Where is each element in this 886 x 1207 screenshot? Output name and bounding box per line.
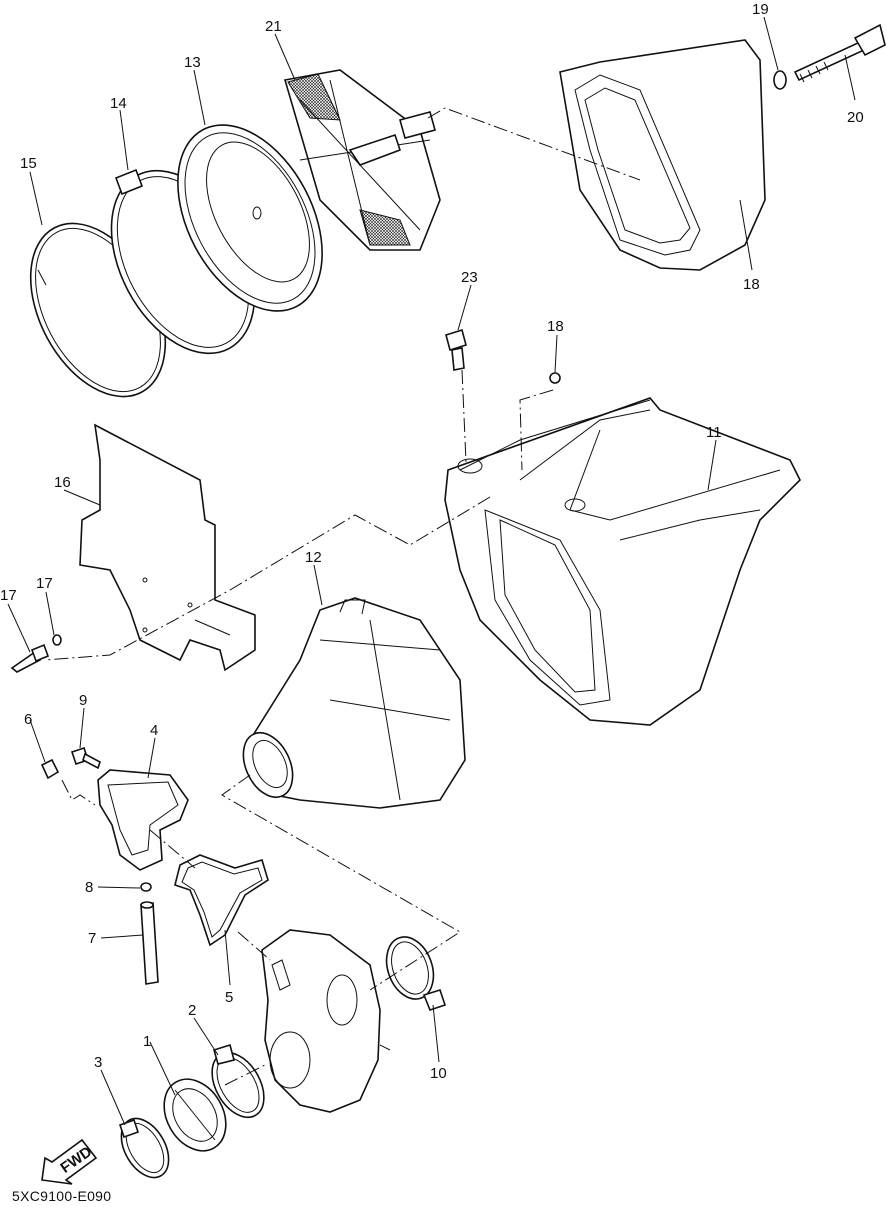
callout-11: 11 xyxy=(706,424,722,441)
diagram-code: 5XC9100-E090 xyxy=(12,1188,112,1204)
callout-1: 1 xyxy=(143,1033,151,1050)
part-13-filter xyxy=(177,124,323,312)
fwd-arrow-icon: FWD xyxy=(41,1138,98,1185)
part-7-pin xyxy=(140,901,159,985)
callout-labels: 21 13 14 15 19 20 18 23 18 11 16 12 17 1… xyxy=(0,1,864,1082)
callout-17: 17 xyxy=(0,587,17,604)
callout-22: 21 xyxy=(265,18,282,35)
callout-4: 4 xyxy=(150,722,158,739)
callout-6: 6 xyxy=(24,711,32,728)
part-5-gasket xyxy=(174,854,269,947)
callout-14: 14 xyxy=(110,95,127,112)
callout-19: 18 xyxy=(743,276,760,293)
leader-lines xyxy=(7,16,856,1126)
callout-5: 5 xyxy=(225,989,233,1006)
callout-9: 9 xyxy=(79,692,87,709)
part-22-filter-cage xyxy=(283,69,441,251)
callout-18-lower: 17 xyxy=(36,575,53,592)
part-2-clamp xyxy=(211,1043,265,1119)
callout-13: 13 xyxy=(184,54,201,71)
part-3-clamp xyxy=(118,1117,170,1179)
part-12-intake-boot xyxy=(242,597,466,809)
part-11-air-box xyxy=(444,397,801,726)
callout-12: 12 xyxy=(305,549,322,566)
part-6-clip xyxy=(40,758,60,780)
part-23-bolt xyxy=(445,328,467,371)
callout-15: 15 xyxy=(20,155,37,172)
part-20-washer xyxy=(773,70,787,90)
callout-10: 10 xyxy=(430,1065,447,1082)
callout-20: 19 xyxy=(752,1,769,18)
part-4-cover xyxy=(97,769,189,871)
part-18-washer-upper xyxy=(549,372,561,384)
part-10-clamp xyxy=(385,936,447,1011)
part-16-plate xyxy=(79,423,256,672)
callout-23: 23 xyxy=(461,269,478,286)
throttle-body xyxy=(261,929,391,1113)
assembly-lines xyxy=(44,107,641,1086)
callout-7: 7 xyxy=(88,930,96,947)
part-1-joint xyxy=(163,1078,227,1152)
callout-16: 16 xyxy=(54,474,71,491)
callout-3: 3 xyxy=(94,1054,102,1071)
part-8-oring xyxy=(140,882,152,892)
callout-8: 8 xyxy=(85,879,93,896)
callout-2: 2 xyxy=(188,1002,196,1019)
callout-21: 20 xyxy=(847,109,864,126)
part-21-wing-bolt xyxy=(793,23,886,83)
part-17-rivet xyxy=(10,643,50,673)
part-19-foam-filter xyxy=(559,39,766,271)
part-18-washer-lower xyxy=(52,634,62,646)
callout-18-upper: 18 xyxy=(547,318,564,335)
part-9-screw xyxy=(70,746,101,770)
